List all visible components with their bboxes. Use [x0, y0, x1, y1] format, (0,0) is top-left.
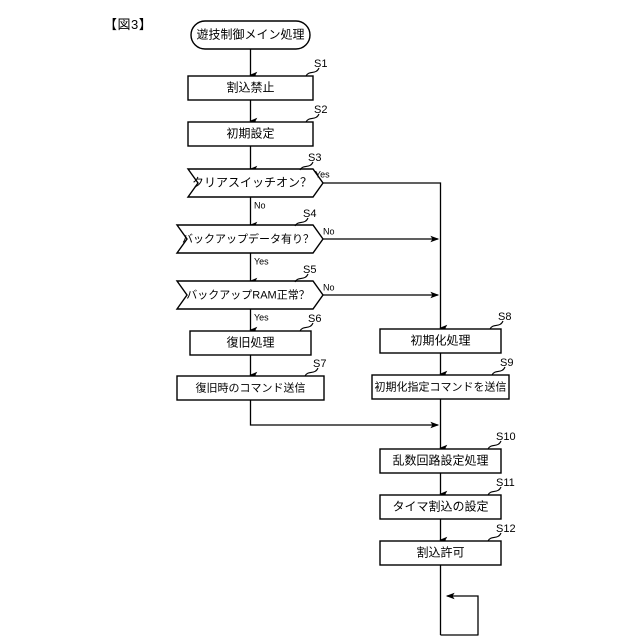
s10-leader	[487, 440, 502, 450]
s11-label: タイマ割込の設定	[392, 499, 488, 514]
s3-shape	[186, 168, 324, 198]
node-s8: 初期化処理 S8	[379, 311, 511, 354]
s5-label: バックアップRAM正常？	[186, 288, 309, 301]
node-s12: 割込許可 S12	[379, 523, 516, 566]
s11-shape	[379, 494, 502, 520]
s5-no-label: No	[323, 282, 335, 292]
node-s9: 初期化指定コマンドを送信 S9	[371, 357, 513, 400]
s3-step: S3	[308, 152, 321, 164]
s4-yes-label: Yes	[254, 256, 269, 266]
s3-leader	[299, 161, 314, 171]
s2-leader	[305, 113, 320, 123]
terminal-label: 遊技制御メイン処理	[196, 27, 304, 42]
node-s1: 割込禁止 S1	[187, 58, 327, 101]
s8-leader	[489, 320, 504, 330]
s10-step: S10	[496, 431, 516, 443]
s8-step: S8	[498, 311, 511, 323]
s7-label: 復旧時のコマンド送信	[196, 380, 306, 394]
s6-shape	[189, 330, 312, 356]
s1-step: S1	[314, 58, 327, 70]
node-s6: 復旧処理 S6	[189, 313, 321, 356]
node-s11: タイマ割込の設定 S11	[379, 477, 515, 520]
s5-step: S5	[303, 264, 316, 276]
s1-shape	[187, 75, 314, 101]
s5-shape	[175, 280, 324, 310]
s10-shape	[379, 448, 502, 474]
node-terminal: 遊技制御メイン処理	[190, 20, 311, 50]
s4-step: S4	[303, 208, 316, 220]
s7-shape	[176, 375, 325, 401]
s1-leader	[305, 67, 320, 77]
s5-yes-label: Yes	[254, 312, 269, 322]
s2-step: S2	[314, 104, 327, 116]
s4-no-label: No	[323, 226, 335, 236]
node-s4: バックアップデータ有り？ S4 No Yes	[175, 208, 335, 266]
edge-s7-to-spine	[249, 400, 440, 429]
s11-leader	[487, 486, 502, 496]
s10-label: 乱数回路設定処理	[392, 453, 488, 468]
s4-shape	[175, 224, 324, 254]
node-s10: 乱数回路設定処理 S10	[379, 431, 516, 474]
s3-yes-label: Yes	[315, 169, 330, 179]
s4-leader	[294, 217, 309, 227]
s12-leader	[487, 532, 502, 542]
s2-label: 初期設定	[226, 126, 274, 141]
s4-label: バックアップデータ有り？	[182, 231, 314, 245]
s6-label: 復旧処理	[226, 335, 274, 350]
s12-step: S12	[496, 523, 516, 535]
edge-loop-return	[445, 592, 479, 635]
figure-number-label: 【図3】	[104, 17, 153, 32]
s8-label: 初期化処理	[410, 334, 470, 348]
s7-leader	[304, 367, 319, 377]
s6-step: S6	[308, 313, 321, 325]
node-s5: バックアップRAM正常？ S5 No Yes	[175, 264, 335, 322]
s6-leader	[299, 322, 314, 332]
s9-step: S9	[500, 357, 513, 369]
s9-leader	[491, 366, 506, 376]
s8-shape	[379, 328, 502, 354]
s3-label: クリアスイッチオン？	[192, 176, 312, 190]
s12-label: 割込許可	[416, 545, 464, 560]
edge-s3-yes-to-s8	[313, 182, 448, 332]
s7-step: S7	[313, 358, 326, 370]
terminal-shape	[190, 20, 311, 50]
s9-label: 初期化指定コマンドを送信	[375, 379, 507, 393]
node-s3: クリアスイッチオン？ S3 Yes No	[186, 152, 330, 210]
node-s2: 初期設定 S2	[187, 104, 327, 147]
s9-shape	[371, 374, 510, 400]
s3-no-label: No	[254, 200, 266, 210]
s11-step: S11	[496, 477, 515, 489]
s5-leader	[294, 273, 309, 283]
node-s7: 復旧時のコマンド送信 S7	[176, 358, 326, 401]
s1-label: 割込禁止	[226, 80, 274, 95]
s12-shape	[379, 540, 502, 566]
s2-shape	[187, 121, 314, 147]
